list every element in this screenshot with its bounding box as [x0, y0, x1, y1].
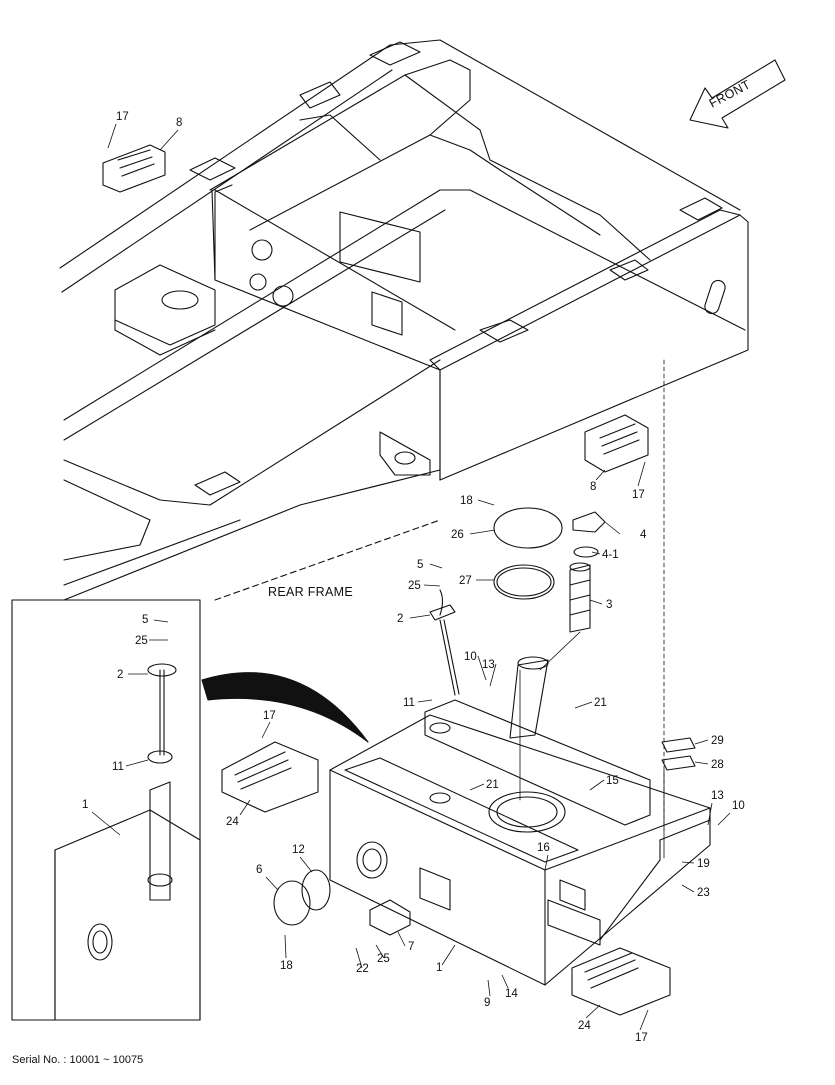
callout-labels: 17 8 8 17 18 26 4 4-1 5 25 27 2 3 10 13 …: [82, 111, 745, 1044]
filler-cap-4: [572, 511, 606, 558]
cover-plate-26: [493, 507, 563, 549]
front-arrow-icon: [689, 59, 786, 129]
step-24-left: [221, 741, 319, 813]
callout-7: 7: [408, 941, 414, 953]
step-bracket-8-upper: [102, 144, 166, 193]
filler-neck: [509, 656, 549, 739]
callout-25: 25: [377, 953, 390, 965]
callout-17: 17: [263, 710, 276, 722]
inset-callout-1: 1: [82, 799, 88, 811]
callout-17: 17: [635, 1032, 648, 1044]
step-24-right: [571, 947, 671, 1016]
callout-13: 13: [711, 790, 724, 802]
o-ring-27: [493, 564, 555, 600]
callout-5: 5: [417, 559, 423, 571]
callout-22: 22: [356, 963, 369, 975]
callout-24: 24: [226, 816, 239, 828]
callout-23: 23: [697, 887, 710, 899]
callout-24: 24: [578, 1020, 591, 1032]
front-label: FRONT: [707, 77, 753, 110]
callout-12: 12: [292, 844, 305, 856]
callout-29: 29: [711, 735, 724, 747]
shim-29: [661, 737, 696, 753]
bracket-7: [369, 899, 411, 936]
callout-1: 1: [436, 962, 442, 974]
callout-9: 9: [484, 997, 490, 1009]
callout-21: 21: [486, 779, 499, 791]
o-ring-12: [301, 869, 331, 911]
callout-19: 19: [697, 858, 710, 870]
serial-number-range: Serial No. : 10001 ~ 10075: [12, 1054, 144, 1066]
callout-25: 25: [408, 580, 421, 592]
callout-6: 6: [256, 864, 262, 876]
callout-4-1: 4-1: [602, 549, 619, 561]
callout-10: 10: [732, 800, 745, 812]
callout-14: 14: [505, 988, 518, 1000]
callout-17: 17: [116, 111, 129, 123]
callout-17: 17: [632, 489, 645, 501]
callout-11: 11: [403, 697, 415, 709]
inset-callout-2: 2: [117, 669, 123, 681]
callout-8: 8: [176, 117, 182, 129]
callout-15: 15: [606, 775, 619, 787]
callout-4: 4: [640, 529, 647, 541]
inset-detail: [11, 599, 201, 1021]
inset-pointer: [201, 672, 369, 743]
shim-28: [661, 755, 696, 771]
callout-18: 18: [280, 960, 293, 972]
drain-cover-6: [273, 880, 311, 926]
fuel-tank: [329, 699, 711, 986]
callout-13: 13: [482, 659, 495, 671]
inset-callout-11: 11: [112, 761, 124, 773]
callout-3: 3: [606, 599, 612, 611]
inset-callout-5: 5: [142, 614, 148, 626]
callout-18: 18: [460, 495, 473, 507]
strainer-3: [569, 562, 591, 633]
callout-27: 27: [459, 575, 472, 587]
level-gauge-2: [429, 589, 460, 804]
callout-26: 26: [451, 529, 464, 541]
inset-callout-25: 25: [135, 635, 148, 647]
rear-frame-label: REAR FRAME: [268, 585, 353, 599]
rear-frame: [59, 39, 749, 831]
callout-8: 8: [590, 481, 596, 493]
step-bracket-8-lower: [584, 414, 649, 473]
callout-28: 28: [711, 759, 724, 771]
callout-21: 21: [594, 697, 607, 709]
callout-2: 2: [397, 613, 403, 625]
callout-10: 10: [464, 651, 477, 663]
callout-16: 16: [537, 842, 550, 854]
